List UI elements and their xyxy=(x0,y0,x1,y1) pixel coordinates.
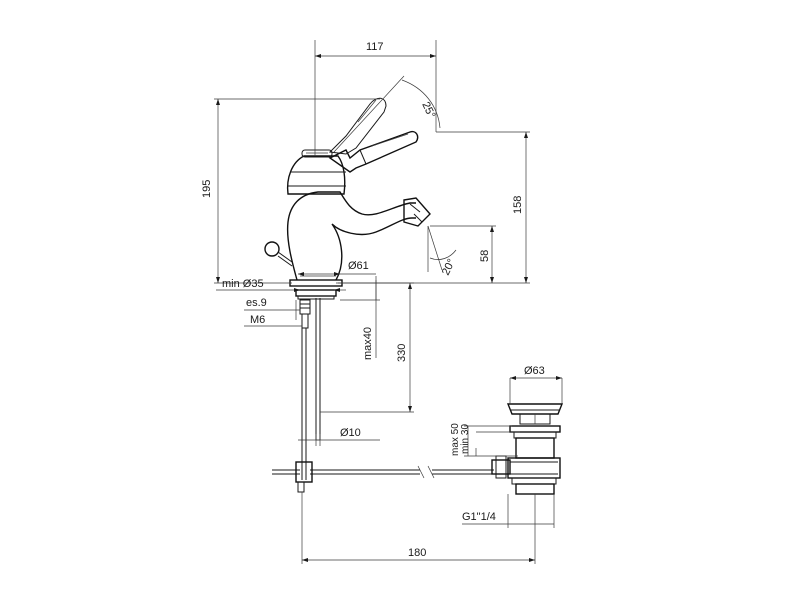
dimension-labels: 117 195 25° 158 58 20° Ø61 min Ø35 es.9 … xyxy=(201,41,545,559)
dim-58: 58 xyxy=(479,250,491,262)
dim-angle-20: 20° xyxy=(440,257,458,277)
popup-linkage xyxy=(272,461,494,493)
dim-min-30: min 30 xyxy=(460,424,471,454)
dim-117: 117 xyxy=(366,41,384,53)
dim-es-9: es.9 xyxy=(246,297,267,309)
dim-diam-63: Ø63 xyxy=(524,365,545,377)
dim-diam-61: Ø61 xyxy=(348,260,369,272)
dim-thread-m6: M6 xyxy=(250,314,265,326)
dim-180: 180 xyxy=(408,547,426,559)
dim-330: 330 xyxy=(396,344,408,362)
dim-158: 158 xyxy=(512,196,524,214)
dim-max-40: max40 xyxy=(362,327,374,360)
fixing-assembly xyxy=(295,289,337,480)
dimension-lines xyxy=(214,40,563,564)
dim-angle-25: 25° xyxy=(419,100,437,120)
dim-thread-g: G1"1/4 xyxy=(462,511,496,523)
dim-diam-10: Ø10 xyxy=(340,427,361,439)
dim-min-35: min Ø35 xyxy=(222,278,264,290)
waste-drain xyxy=(491,403,564,495)
dim-195: 195 xyxy=(201,180,213,198)
dim-max-50: max 50 xyxy=(450,423,461,456)
faucet-body xyxy=(264,97,431,287)
